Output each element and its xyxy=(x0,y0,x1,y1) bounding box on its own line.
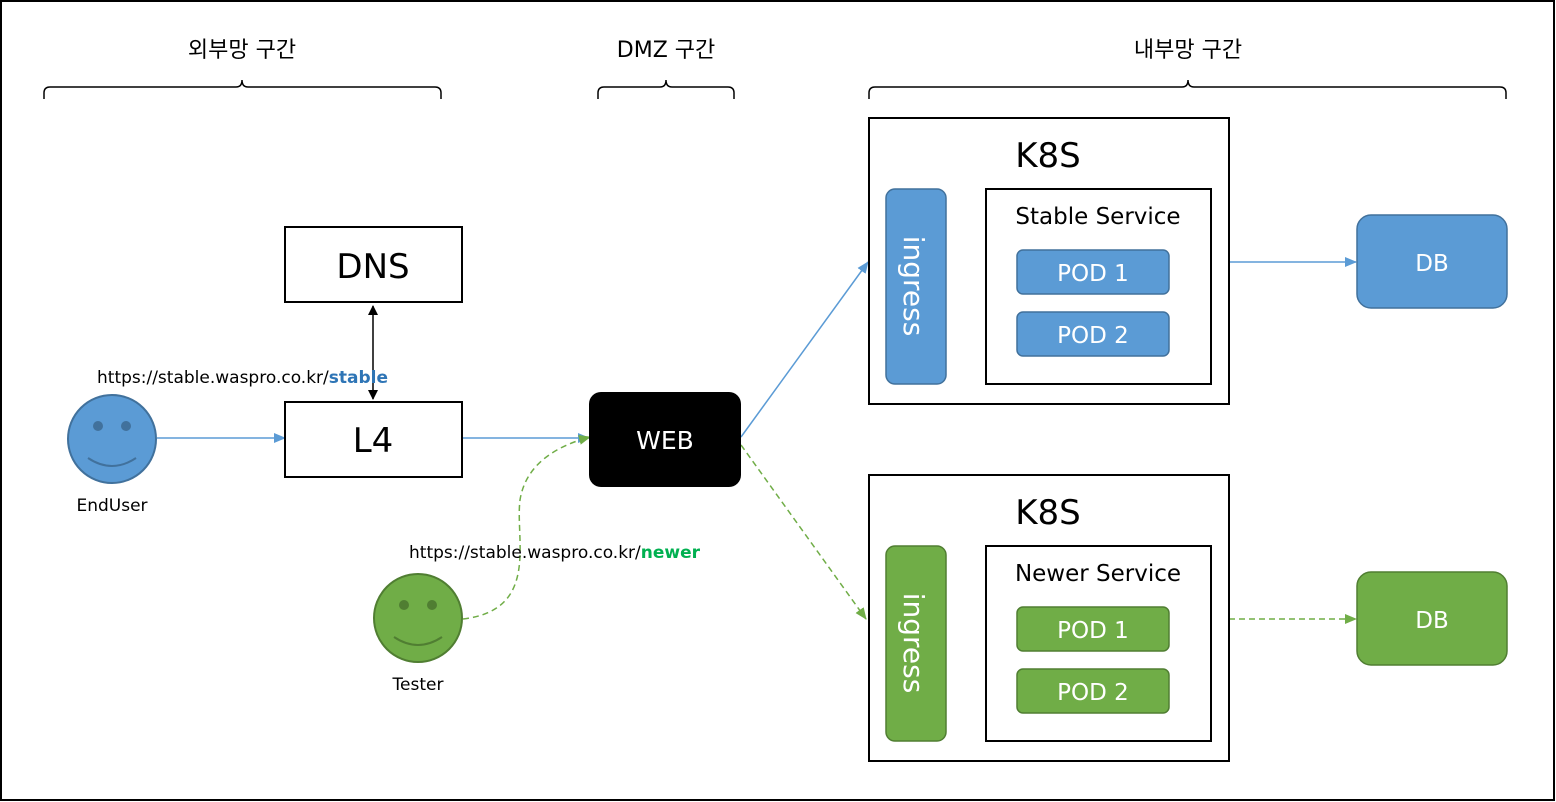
pod-newer-1 xyxy=(1016,606,1170,652)
stable-url: https://stable.waspro.co.kr/stable xyxy=(97,368,388,388)
service-title-stable: Stable Service xyxy=(1015,204,1180,230)
ingress-stable xyxy=(885,188,947,385)
zone-label-dmz: DMZ 구간 xyxy=(617,38,715,63)
ingress-stable-label: ingress xyxy=(897,236,930,337)
ingress-newer-label: ingress xyxy=(897,593,930,694)
k8s-title-newer: K8S xyxy=(1015,493,1081,533)
pod-stable-2 xyxy=(1016,311,1170,357)
web-label: WEB xyxy=(636,426,694,455)
dns-label: DNS xyxy=(336,247,409,287)
ingress-newer xyxy=(885,545,947,742)
stable-url-prefix: https://stable.waspro.co.kr/ xyxy=(97,368,329,388)
l4-label: L4 xyxy=(353,421,394,461)
arrow-web-to-newer-k8s xyxy=(740,444,867,620)
zone-label-external: 외부망 구간 xyxy=(188,38,296,63)
k8s-cluster-newer: K8S ingress Newer Service POD 1 POD 2 xyxy=(868,474,1230,762)
k8s-cluster-stable: K8S ingress Stable Service POD 1 POD 2 xyxy=(868,117,1230,405)
zone-brace-dmz xyxy=(597,79,735,99)
newer-url: https://stable.waspro.co.kr/newer xyxy=(409,543,701,563)
db-newer: DB xyxy=(1356,571,1508,666)
service-title-newer: Newer Service xyxy=(1015,561,1181,587)
pod-newer-2 xyxy=(1016,668,1170,714)
tester-node: Tester xyxy=(373,573,463,695)
zone-label-internal: 내부망 구간 xyxy=(1134,38,1242,63)
pod-newer-2-label: POD 2 xyxy=(1057,680,1129,706)
dns-node: DNS xyxy=(284,226,463,303)
enduser-smiley-icon xyxy=(67,394,157,484)
l4-node: L4 xyxy=(284,401,463,478)
k8s-title-stable: K8S xyxy=(1015,136,1081,176)
web-node: WEB xyxy=(589,392,741,487)
stable-url-path: stable xyxy=(329,368,388,388)
zone-brace-external xyxy=(43,79,442,99)
pod-stable-2-label: POD 2 xyxy=(1057,323,1129,349)
db-stable: DB xyxy=(1356,214,1508,309)
pod-newer-1-label: POD 1 xyxy=(1057,618,1129,644)
tester-label: Tester xyxy=(392,675,444,695)
enduser-node: EndUser xyxy=(67,394,157,516)
enduser-label: EndUser xyxy=(76,496,147,516)
newer-url-prefix: https://stable.waspro.co.kr/ xyxy=(409,543,641,563)
db-newer-label: DB xyxy=(1415,608,1449,634)
arrow-web-to-stable-k8s xyxy=(740,261,869,438)
pod-stable-1 xyxy=(1016,249,1170,295)
zone-brace-internal xyxy=(868,79,1507,99)
pod-stable-1-label: POD 1 xyxy=(1057,261,1129,287)
newer-url-path: newer xyxy=(641,543,701,563)
tester-smiley-icon xyxy=(373,573,463,663)
db-stable-label: DB xyxy=(1415,251,1449,277)
